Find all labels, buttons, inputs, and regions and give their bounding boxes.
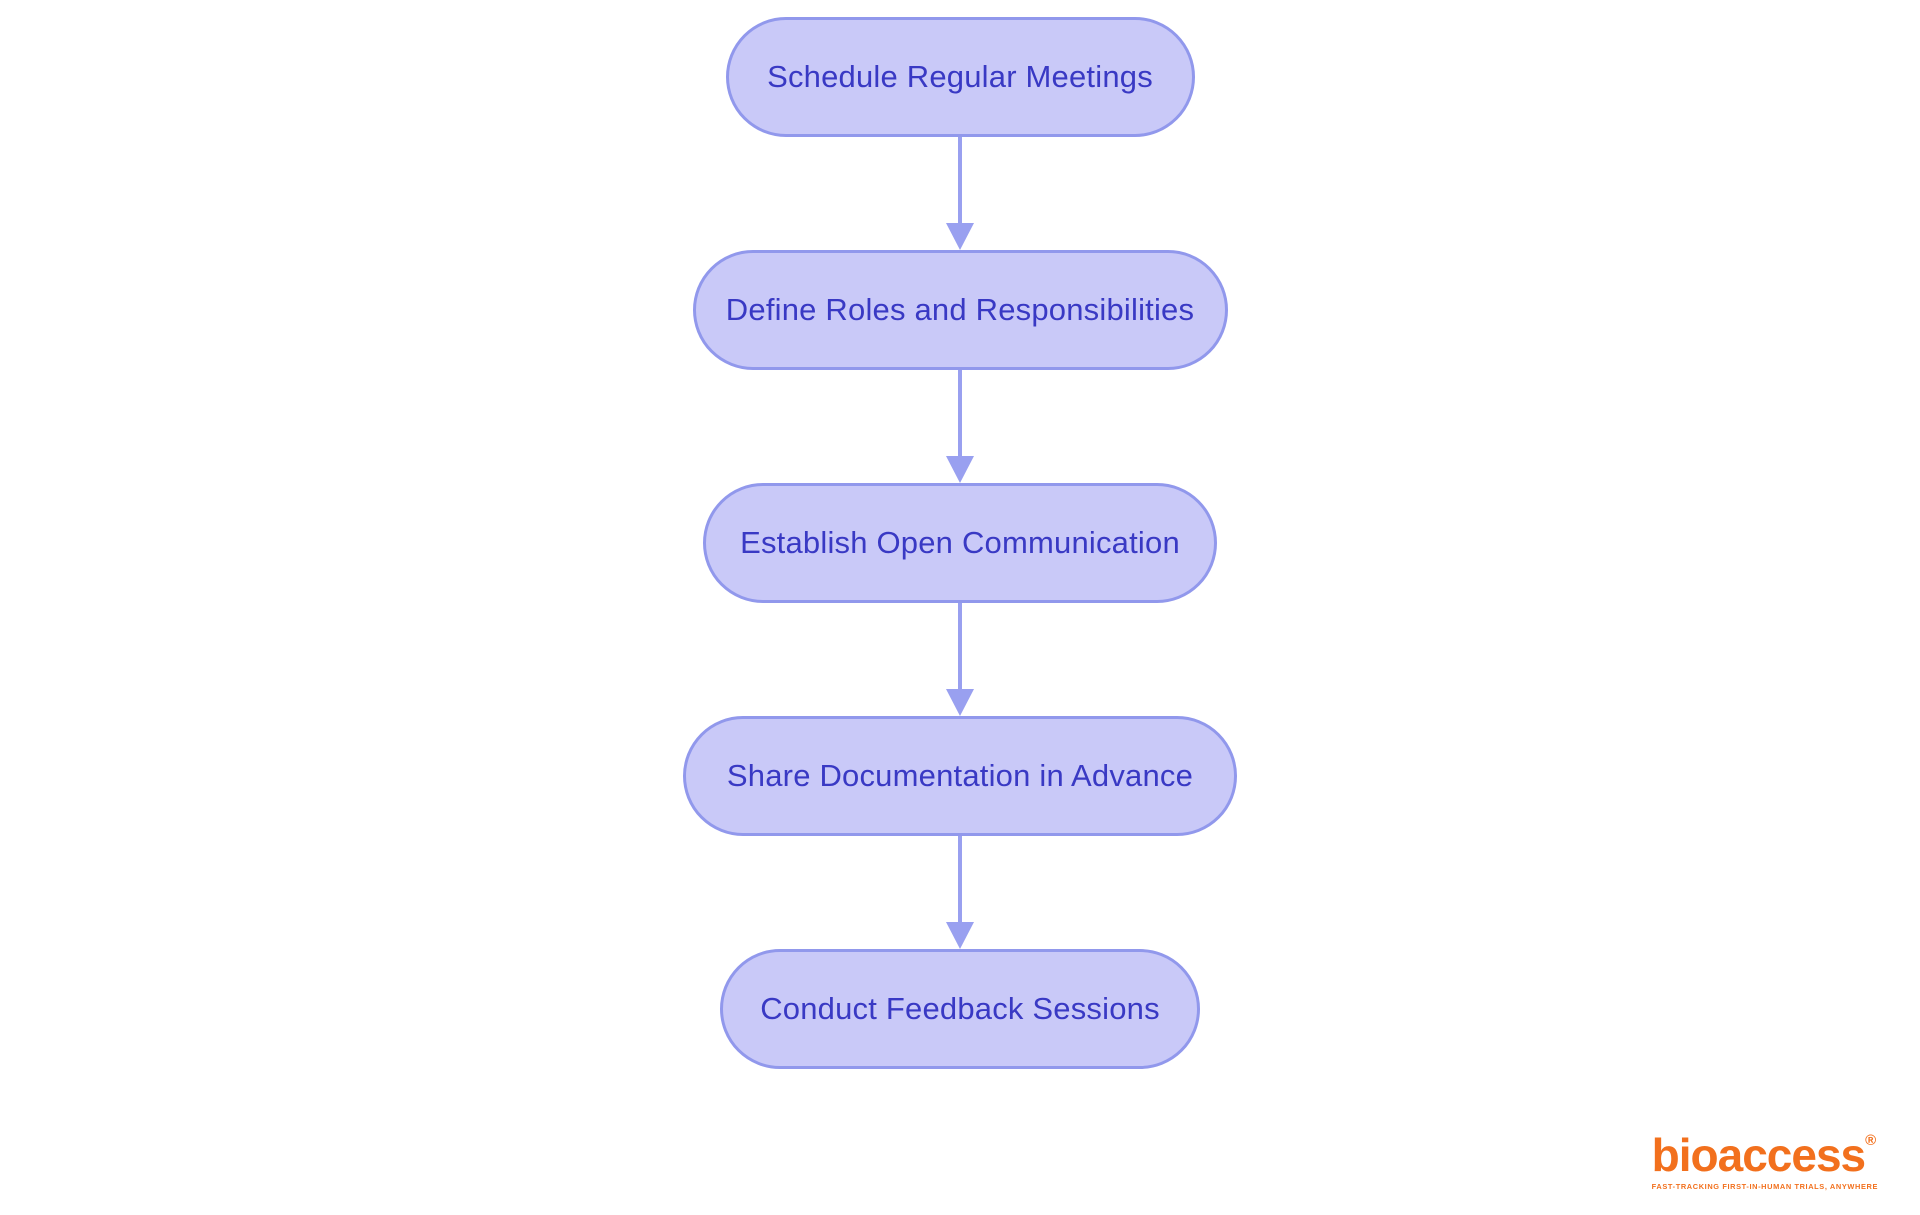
arrow-stem — [958, 370, 962, 456]
flow-node-establish-open-communication: Establish Open Communication — [703, 483, 1217, 603]
flow-node-share-documentation-in-advance: Share Documentation in Advance — [683, 716, 1237, 836]
flow-node-label: Define Roles and Responsibilities — [725, 292, 1195, 327]
arrow-down-icon — [946, 689, 974, 716]
flow-node-label: Share Documentation in Advance — [726, 758, 1194, 793]
arrow-down-icon — [946, 223, 974, 250]
flow-node-conduct-feedback-sessions: Conduct Feedback Sessions — [720, 949, 1200, 1069]
arrow-down-icon — [946, 456, 974, 483]
arrow-stem — [958, 836, 962, 922]
logo-wordmark: bioaccess® — [1652, 1132, 1878, 1178]
arrow-stem — [958, 603, 962, 689]
bioaccess-logo: bioaccess® FAST-TRACKING FIRST-IN-HUMAN … — [1652, 1132, 1878, 1191]
flow-arrow-3 — [945, 603, 975, 716]
flow-node-label: Conduct Feedback Sessions — [760, 991, 1160, 1026]
arrow-stem — [958, 137, 962, 223]
logo-tagline: FAST-TRACKING FIRST-IN-HUMAN TRIALS, ANY… — [1651, 1182, 1878, 1191]
logo-text: bioaccess — [1651, 1129, 1866, 1181]
flow-node-schedule-regular-meetings: Schedule Regular Meetings — [725, 17, 1195, 137]
flow-node-label: Establish Open Communication — [740, 525, 1180, 560]
flow-node-label: Schedule Regular Meetings — [767, 59, 1153, 94]
flow-arrow-2 — [945, 370, 975, 483]
flowchart: Schedule Regular Meetings Define Roles a… — [0, 17, 1920, 1069]
registered-trademark-icon: ® — [1865, 1132, 1877, 1149]
flow-arrow-1 — [945, 137, 975, 250]
flow-node-define-roles-and-responsibilities: Define Roles and Responsibilities — [692, 250, 1228, 370]
flow-arrow-4 — [945, 836, 975, 949]
arrow-down-icon — [946, 922, 974, 949]
